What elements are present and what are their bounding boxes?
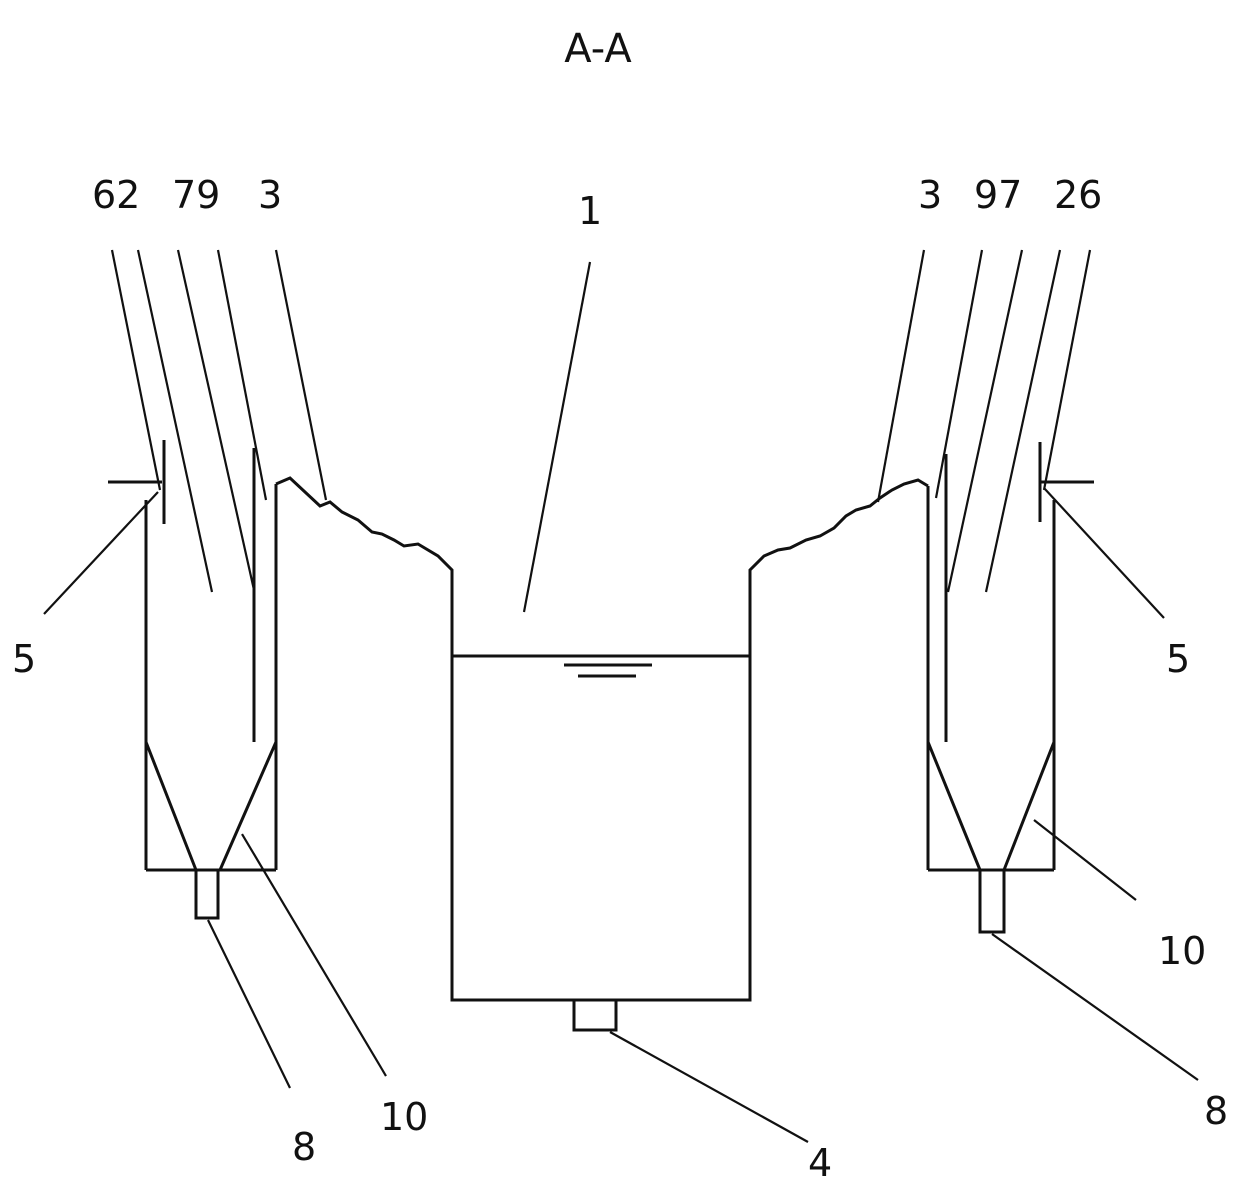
right-sludge-outlet — [978, 870, 1006, 934]
labels: 62 79 3 1 3 97 26 5 5 8 10 4 10 8 — [12, 173, 1228, 1184]
leader-62-b — [136, 249, 214, 593]
leader-4 — [609, 1031, 809, 1143]
leader-79-b — [216, 249, 268, 501]
left-settling-tank — [108, 440, 278, 920]
section-title: A-A — [564, 26, 632, 72]
left-hopper-left — [144, 741, 198, 871]
leader-10-left — [241, 833, 387, 1077]
label-5-left: 5 — [12, 637, 36, 681]
leader-5-left — [43, 491, 159, 615]
leader-62-a — [110, 249, 162, 491]
label-97: 97 — [974, 173, 1022, 217]
left-hopper-right — [218, 741, 278, 871]
leader-lines — [43, 249, 1199, 1143]
leader-26-a — [984, 249, 1062, 593]
leader-10-right — [1033, 819, 1137, 901]
label-8-left: 8 — [292, 1125, 316, 1169]
center-outlet-pipe — [572, 1000, 618, 1032]
right-hopper-right — [1002, 741, 1056, 871]
leader-8-left — [207, 919, 291, 1089]
central-tank — [275, 476, 929, 1032]
right-hopper-left — [926, 741, 982, 871]
leader-5-right — [1043, 487, 1165, 619]
leader-8-right — [991, 933, 1199, 1081]
label-26: 26 — [1054, 173, 1102, 217]
label-3-right: 3 — [918, 173, 942, 217]
leader-26-b — [1042, 249, 1092, 491]
right-settling-tank — [926, 442, 1094, 934]
leader-1 — [522, 261, 592, 613]
label-5-right: 5 — [1166, 637, 1190, 681]
label-8-right: 8 — [1204, 1089, 1228, 1133]
label-1: 1 — [578, 189, 602, 233]
leader-97-b — [946, 249, 1024, 593]
left-sludge-outlet — [194, 870, 220, 920]
label-62: 62 — [92, 173, 140, 217]
label-3-left: 3 — [258, 173, 282, 217]
label-10-left: 10 — [380, 1095, 428, 1139]
leader-97-a — [934, 249, 984, 499]
label-10-right: 10 — [1158, 929, 1206, 973]
leader-79-a — [176, 249, 256, 591]
label-79: 79 — [172, 173, 220, 217]
leader-3-right — [876, 249, 926, 503]
leader-3-left — [274, 249, 328, 501]
label-4: 4 — [808, 1141, 832, 1184]
